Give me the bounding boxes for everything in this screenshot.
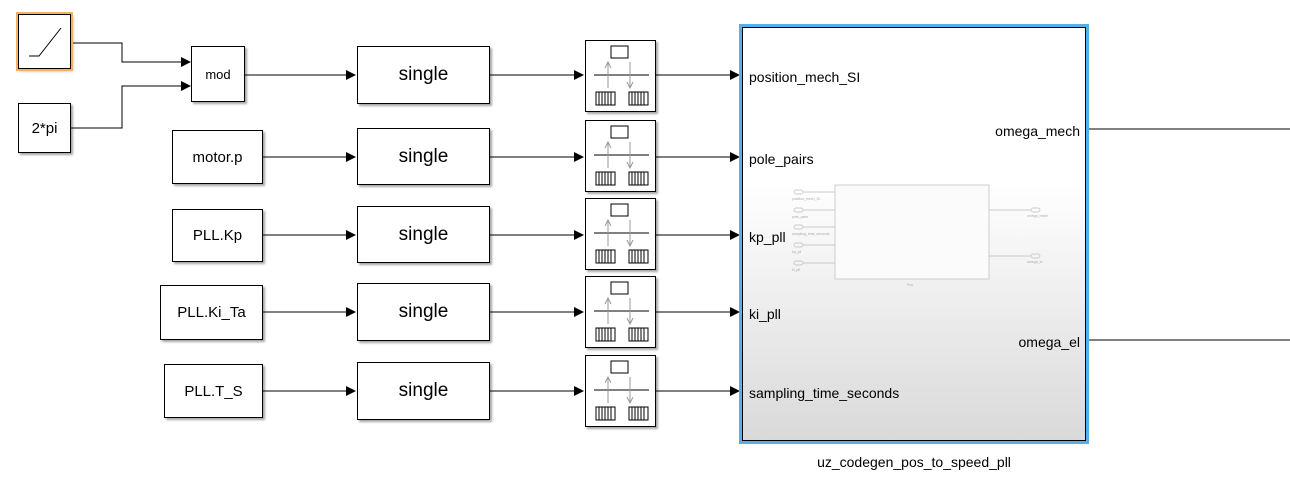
constant-2pi-label: 2*pi [31, 119, 58, 137]
constant-motor-p-block[interactable]: motor.p [172, 130, 263, 184]
ramp-icon [28, 27, 61, 56]
ramp-block[interactable] [18, 14, 71, 69]
preview-outport-label: omega_el [1027, 260, 1043, 264]
rate-transition-block[interactable] [585, 40, 656, 112]
outport-omega-mech: omega_mech [995, 123, 1080, 139]
wire-2pi-to-mod [71, 81, 191, 129]
rate-transition-block[interactable] [585, 276, 656, 348]
wire-ramp-to-mod [71, 42, 191, 67]
preview-outport-label: omega_mech [1027, 214, 1048, 218]
convert-single-block[interactable]: single [357, 362, 490, 420]
constant-pll-kp-block[interactable]: PLL.Kp [172, 209, 263, 262]
constant-label: motor.p [192, 148, 243, 166]
preview-inport-label: position_mech_SI [792, 197, 820, 201]
constant-label: PLL.Kp [192, 227, 243, 244]
constant-label: PLL.T_S [184, 382, 243, 400]
preview-inport-label: sampling_time_seconds [792, 232, 830, 236]
mod-label: mod [205, 66, 231, 82]
convert-single-block[interactable]: single [357, 206, 490, 263]
rate-transition-icon [594, 125, 649, 186]
inport-kp-pll: kp_pll [749, 229, 786, 245]
convert-label: single [398, 223, 449, 245]
inport-ki-pll: ki_pll [749, 306, 781, 322]
convert-label: single [398, 145, 449, 167]
convert-label: single [398, 380, 449, 401]
subsystem-preview: position_mech_SI pole_pairs sampling_tim… [792, 184, 1048, 287]
preview-inport-label: pole_pairs [792, 215, 808, 219]
rate-transition-block[interactable] [585, 120, 656, 192]
rate-transition-block[interactable] [585, 198, 656, 270]
convert-single-block[interactable]: single [357, 283, 490, 341]
subsystem-block[interactable]: position_mech_SI pole_pairs kp_pll ki_pl… [739, 24, 1089, 444]
constant-pll-t-s-block[interactable]: PLL.T_S [164, 364, 263, 418]
convert-single-block[interactable]: single [357, 128, 490, 185]
preview-block-label: Pos [907, 283, 913, 287]
rate-transition-icon [594, 281, 649, 342]
mod-block[interactable]: mod [191, 46, 245, 102]
outport-omega-el: omega_el [1018, 334, 1081, 350]
convert-label: single [398, 64, 449, 85]
rate-transition-icon [594, 45, 649, 106]
rate-transition-block[interactable] [585, 355, 656, 427]
convert-label: single [398, 301, 449, 322]
preview-inport-label: ki_pll [792, 268, 800, 272]
rate-transition-icon [594, 203, 649, 264]
inport-pole-pairs: pole_pairs [749, 151, 814, 167]
convert-single-block[interactable]: single [357, 46, 490, 104]
constant-label: PLL.Ki_Ta [177, 304, 246, 321]
preview-inport-label: kp_pll [792, 250, 801, 254]
constant-pll-ki-ta-block[interactable]: PLL.Ki_Ta [160, 285, 263, 340]
constant-2pi-block[interactable]: 2*pi [18, 103, 71, 153]
subsystem-name: uz_codegen_pos_to_speed_pll [817, 454, 1011, 470]
inport-sampling-time-seconds: sampling_time_seconds [749, 385, 900, 401]
inport-position-mech-si: position_mech_SI [749, 69, 861, 85]
rate-transition-icon [594, 360, 649, 421]
